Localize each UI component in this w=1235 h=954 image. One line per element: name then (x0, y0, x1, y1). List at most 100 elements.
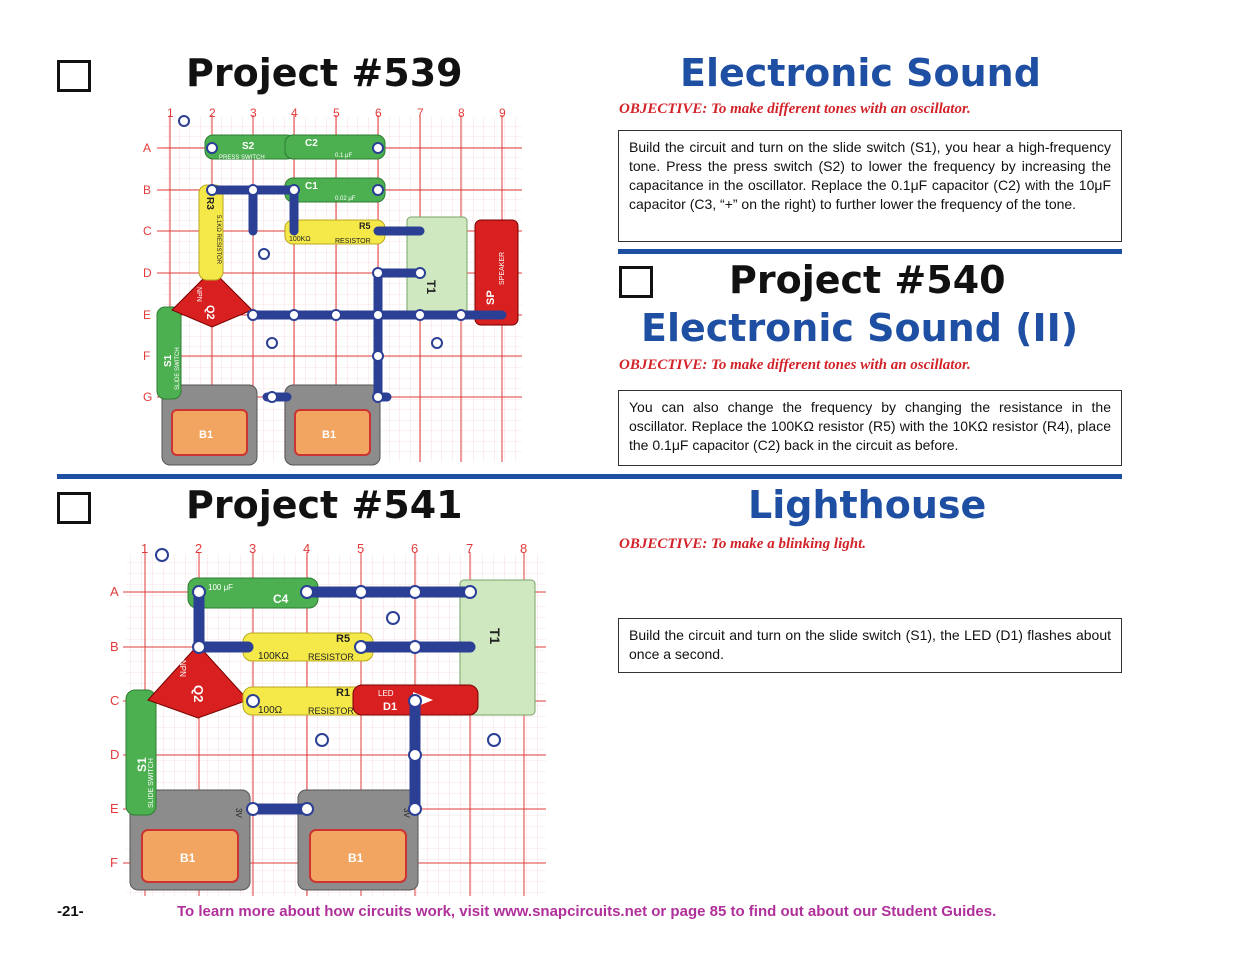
col-label: 7 (466, 541, 473, 556)
project-541-description: Build the circuit and turn on the slide … (618, 618, 1122, 673)
section-divider-2 (57, 474, 1122, 479)
svg-text:B1: B1 (348, 851, 364, 865)
project-541-checkbox[interactable] (57, 492, 91, 524)
wire-network (207, 185, 507, 402)
svg-text:100KΩ: 100KΩ (289, 236, 311, 243)
circuit-diagram-539: 1 2 3 4 5 6 7 8 9 A B C D E F G B1 B1 SP… (137, 105, 527, 467)
col-label: 4 (291, 106, 298, 120)
row-label: B (110, 639, 119, 654)
svg-text:D1: D1 (383, 701, 397, 713)
row-label: B (143, 183, 151, 197)
col-label: 3 (249, 541, 256, 556)
svg-text:RESISTOR: RESISTOR (308, 652, 354, 662)
col-label: 1 (167, 106, 174, 120)
svg-text:0.02 μF: 0.02 μF (335, 196, 356, 202)
svg-text:C1: C1 (305, 181, 318, 192)
svg-text:B1: B1 (180, 851, 196, 865)
transformer-t1: T1 (459, 579, 536, 716)
page-number: -21- (57, 903, 84, 920)
svg-text:SP: SP (485, 290, 497, 305)
row-label: D (110, 747, 119, 762)
svg-text:S1: S1 (135, 757, 149, 772)
project-540-description: You can also change the frequency by cha… (618, 390, 1122, 466)
svg-text:S2: S2 (242, 141, 255, 152)
svg-text:RESISTOR: RESISTOR (308, 706, 354, 716)
col-label: 7 (417, 106, 424, 120)
battery-b1-left: B1 (161, 384, 258, 466)
svg-text:100 μF: 100 μF (208, 583, 233, 592)
row-label: D (143, 266, 152, 280)
svg-text:RESISTOR: RESISTOR (335, 238, 371, 245)
resistor-r5: 100KΩ RESISTOR R5 (284, 219, 386, 245)
svg-text:NPN: NPN (178, 660, 187, 677)
resistor-r1: 100Ω RESISTOR R1 (242, 686, 374, 716)
project-539-description: Build the circuit and turn on the slide … (618, 130, 1122, 242)
row-label: F (143, 349, 150, 363)
svg-text:3V: 3V (402, 808, 411, 818)
capacitor-c2: C2 0.1 μF (284, 134, 386, 160)
svg-text:R5: R5 (336, 633, 350, 645)
row-label: E (110, 801, 119, 816)
project-541-title: Project #541 (186, 483, 463, 527)
press-switch-s2: S2 PRESS SWITCH (204, 134, 296, 161)
svg-text:C4: C4 (273, 592, 289, 606)
svg-text:Q2: Q2 (191, 685, 206, 702)
row-label: E (143, 308, 151, 322)
col-label: 5 (333, 106, 340, 120)
svg-text:R3: R3 (204, 197, 215, 210)
svg-text:T1: T1 (424, 280, 438, 294)
circuit-diagram-541: 1 2 3 4 5 6 7 8 A B C D E F B1 3V B1 3V … (108, 540, 548, 896)
project-539-title: Project #539 (186, 51, 463, 95)
project-541-objective: OBJECTIVE: To make a blinking light. (619, 536, 866, 552)
section-divider-1 (618, 249, 1122, 254)
col-label: 2 (195, 541, 202, 556)
svg-text:R5: R5 (359, 221, 371, 231)
svg-text:S1: S1 (163, 354, 174, 367)
svg-text:R1: R1 (336, 687, 350, 699)
svg-text:SPEAKER: SPEAKER (499, 252, 506, 285)
project-540-subtitle: Electronic Sound (II) (641, 306, 1079, 350)
resistor-r3: R3 5.1KΩ RESISTOR (198, 184, 224, 281)
svg-text:T1: T1 (487, 628, 503, 645)
svg-text:B1: B1 (199, 429, 213, 441)
col-label: 8 (520, 541, 527, 556)
svg-text:LED: LED (378, 689, 394, 698)
battery-b1-left: B1 3V (129, 789, 251, 891)
slide-switch-s1: S1 SLIDE SWITCH (156, 306, 182, 400)
svg-text:Q2: Q2 (204, 305, 216, 320)
project-540-checkbox[interactable] (619, 266, 653, 298)
battery-b1-right: B1 3V (297, 789, 419, 891)
snap-nodes (178, 115, 467, 403)
row-label: C (143, 224, 152, 238)
col-label: 6 (411, 541, 418, 556)
project-539-objective: OBJECTIVE: To make different tones with … (619, 101, 971, 117)
svg-text:C2: C2 (305, 138, 318, 149)
snap-nodes (155, 548, 501, 816)
svg-text:SLIDE SWITCH: SLIDE SWITCH (148, 758, 155, 808)
footer-link-text: To learn more about how circuits work, v… (177, 903, 997, 920)
project-541-subtitle: Lighthouse (748, 483, 987, 527)
project-540-title: Project #540 (729, 258, 1006, 302)
col-label: 1 (141, 541, 148, 556)
slide-switch-s1: S1 SLIDE SWITCH (125, 689, 157, 816)
svg-text:PRESS SWITCH: PRESS SWITCH (219, 155, 265, 161)
battery-b1-right: B1 (284, 384, 381, 466)
row-label: G (143, 390, 152, 404)
row-label: C (110, 693, 119, 708)
transformer-t1: T1 (406, 216, 468, 318)
project-539-subtitle: Electronic Sound (680, 51, 1041, 95)
col-label: 5 (357, 541, 364, 556)
col-label: 4 (303, 541, 310, 556)
project-540-objective: OBJECTIVE: To make different tones with … (619, 357, 971, 373)
svg-text:100Ω: 100Ω (258, 705, 283, 716)
svg-text:SLIDE SWITCH: SLIDE SWITCH (175, 347, 181, 390)
capacitor-c4: C4 100 μF (187, 577, 319, 609)
svg-text:3V: 3V (234, 808, 243, 818)
svg-text:5.1KΩ RESISTOR: 5.1KΩ RESISTOR (215, 215, 221, 265)
svg-text:NPN: NPN (195, 287, 202, 302)
project-539-checkbox[interactable] (57, 60, 91, 92)
row-label: F (110, 855, 118, 870)
col-label: 6 (375, 106, 382, 120)
resistor-r5: 100KΩ RESISTOR R5 (242, 632, 374, 662)
row-label: A (143, 141, 151, 155)
